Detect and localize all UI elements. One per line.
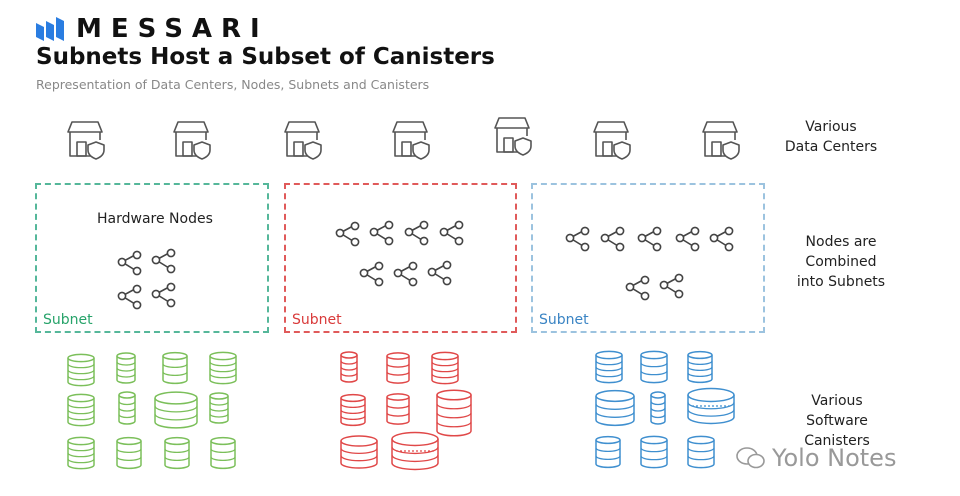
database-canister-icon bbox=[209, 392, 229, 424]
subnet-label: Subnet bbox=[43, 312, 93, 328]
database-canister-icon bbox=[67, 393, 95, 427]
share-node-icon bbox=[117, 284, 142, 310]
subnet-box-green: Hardware Nodes Subnet bbox=[35, 183, 269, 333]
share-node-icon bbox=[439, 220, 464, 246]
database-canister-icon bbox=[209, 351, 237, 385]
brand-name: MESSARI bbox=[76, 14, 269, 44]
database-canister-icon bbox=[650, 391, 666, 425]
share-node-icon bbox=[637, 226, 662, 252]
row-label-line: into Subnets bbox=[796, 274, 886, 290]
data-center-icon bbox=[494, 117, 532, 156]
share-node-icon bbox=[369, 220, 394, 246]
database-canister-icon bbox=[340, 393, 366, 427]
database-canister-icon bbox=[687, 350, 713, 384]
data-center-icon bbox=[173, 121, 211, 160]
page-title: Subnets Host a Subset of Canisters bbox=[36, 44, 495, 70]
subnet-box-red: Subnet bbox=[284, 183, 517, 333]
share-node-icon bbox=[659, 273, 684, 299]
row-label-line: Canisters bbox=[804, 433, 870, 449]
database-canister-icon bbox=[595, 350, 623, 384]
database-canister-icon bbox=[116, 352, 136, 384]
data-center-icon bbox=[702, 121, 740, 160]
database-canister-icon bbox=[386, 393, 410, 425]
database-canister-icon bbox=[210, 436, 236, 470]
database-canister-icon bbox=[386, 352, 410, 384]
share-node-icon bbox=[151, 282, 176, 308]
database-canister-icon bbox=[687, 387, 735, 425]
share-node-icon bbox=[404, 220, 429, 246]
database-canister-icon bbox=[595, 389, 635, 427]
row-label-line: Various bbox=[805, 119, 857, 135]
share-node-icon bbox=[600, 226, 625, 252]
database-canister-icon bbox=[595, 435, 621, 469]
database-canister-icon bbox=[116, 436, 142, 470]
database-canister-icon bbox=[340, 351, 358, 383]
row-label-line: Software bbox=[806, 413, 868, 429]
share-node-icon bbox=[393, 261, 418, 287]
watermark-text: Yolo Notes bbox=[772, 444, 897, 472]
share-node-icon bbox=[359, 261, 384, 287]
share-node-icon bbox=[427, 260, 452, 286]
share-node-icon bbox=[675, 226, 700, 252]
share-node-icon bbox=[709, 226, 734, 252]
row-label-nodes: Nodes are Combined into Subnets bbox=[786, 232, 896, 292]
row-label-line: Combined bbox=[805, 254, 877, 270]
share-node-icon bbox=[565, 226, 590, 252]
database-canister-icon bbox=[118, 391, 136, 425]
row-label-line: Data Centers bbox=[784, 139, 878, 155]
subnet-label: Subnet bbox=[539, 312, 589, 328]
database-canister-icon bbox=[162, 351, 188, 385]
watermark: Yolo Notes bbox=[736, 444, 896, 472]
data-center-icon bbox=[284, 121, 322, 160]
row-label-line: Nodes are bbox=[805, 234, 877, 250]
row-label-data-centers: Various Data Centers bbox=[776, 117, 886, 157]
database-canister-icon bbox=[154, 391, 198, 429]
database-canister-icon bbox=[340, 435, 378, 469]
database-canister-icon bbox=[391, 431, 439, 471]
row-label-line: Various bbox=[811, 393, 863, 409]
messari-logo-icon bbox=[36, 17, 64, 41]
database-canister-icon bbox=[164, 436, 190, 470]
database-canister-icon bbox=[640, 350, 668, 384]
share-node-icon bbox=[625, 275, 650, 301]
hardware-nodes-label: Hardware Nodes bbox=[97, 211, 213, 227]
database-canister-icon bbox=[687, 435, 715, 469]
share-node-icon bbox=[151, 248, 176, 274]
data-center-icon bbox=[67, 121, 105, 160]
data-center-icon bbox=[392, 121, 430, 160]
database-canister-icon bbox=[640, 435, 668, 469]
database-canister-icon bbox=[431, 351, 459, 385]
wechat-icon bbox=[736, 447, 765, 469]
subnet-box-blue: Subnet bbox=[531, 183, 765, 333]
database-canister-icon bbox=[67, 436, 95, 470]
database-canister-icon bbox=[436, 389, 472, 437]
page-subtitle: Representation of Data Centers, Nodes, S… bbox=[36, 77, 430, 92]
share-node-icon bbox=[117, 250, 142, 276]
share-node-icon bbox=[335, 221, 360, 247]
subnet-label: Subnet bbox=[292, 312, 342, 328]
row-label-canisters: Various Software Canisters bbox=[782, 391, 892, 451]
data-center-icon bbox=[593, 121, 631, 160]
brand-logo: MESSARI bbox=[36, 14, 269, 44]
database-canister-icon bbox=[67, 353, 95, 387]
